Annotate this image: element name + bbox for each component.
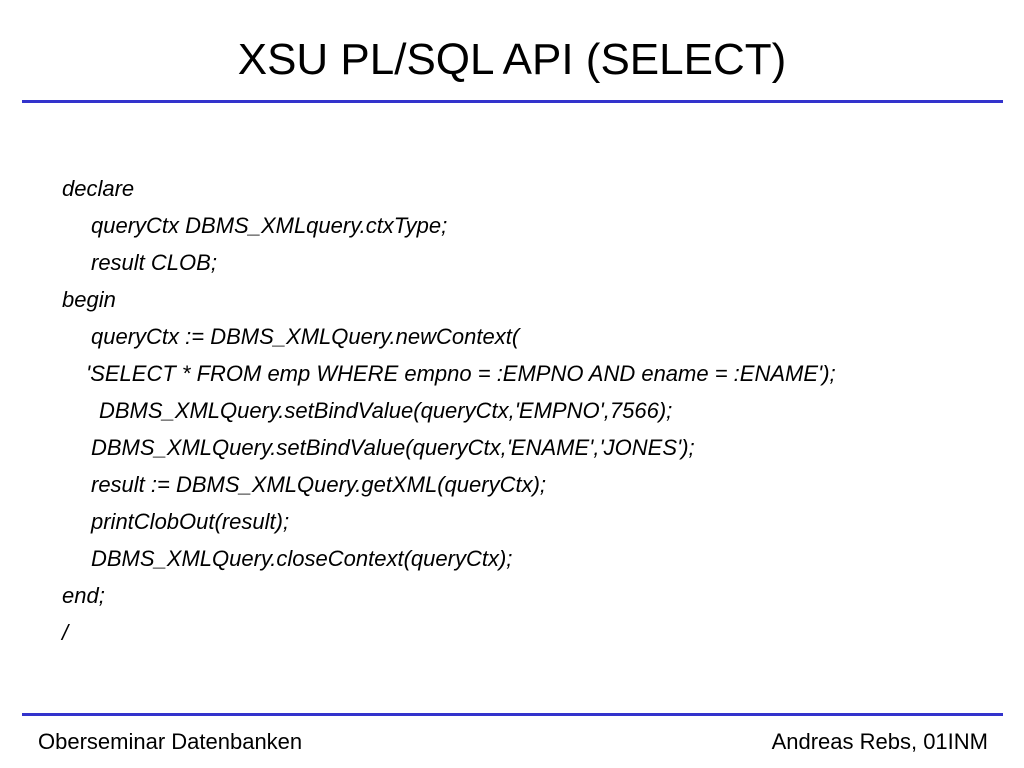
footer-author: Andreas Rebs, 01INM bbox=[771, 729, 988, 754]
code-line: queryCtx := DBMS_XMLQuery.newContext( bbox=[91, 324, 520, 349]
code-line: end; bbox=[62, 583, 105, 608]
footer-divider bbox=[22, 713, 1003, 716]
code-line: 'SELECT * FROM emp WHERE empno = :EMPNO … bbox=[86, 361, 836, 386]
code-line: printClobOut(result); bbox=[91, 509, 290, 534]
title-divider bbox=[22, 100, 1003, 103]
code-line: DBMS_XMLQuery.setBindValue(queryCtx,'EMP… bbox=[99, 398, 673, 423]
footer-course: Oberseminar Datenbanken bbox=[38, 729, 303, 754]
code-line: queryCtx DBMS_XMLquery.ctxType; bbox=[91, 213, 448, 238]
code-line: result CLOB; bbox=[91, 250, 217, 275]
code-line: DBMS_XMLQuery.closeContext(queryCtx); bbox=[91, 546, 513, 571]
code-line: / bbox=[62, 620, 69, 645]
slide-title: XSU PL/SQL API (SELECT) bbox=[237, 35, 787, 84]
code-line: DBMS_XMLQuery.setBindValue(queryCtx,'ENA… bbox=[91, 435, 695, 460]
code-line: result := DBMS_XMLQuery.getXML(queryCtx)… bbox=[91, 472, 547, 497]
code-line: begin bbox=[62, 287, 116, 312]
code-line: declare bbox=[62, 176, 135, 201]
